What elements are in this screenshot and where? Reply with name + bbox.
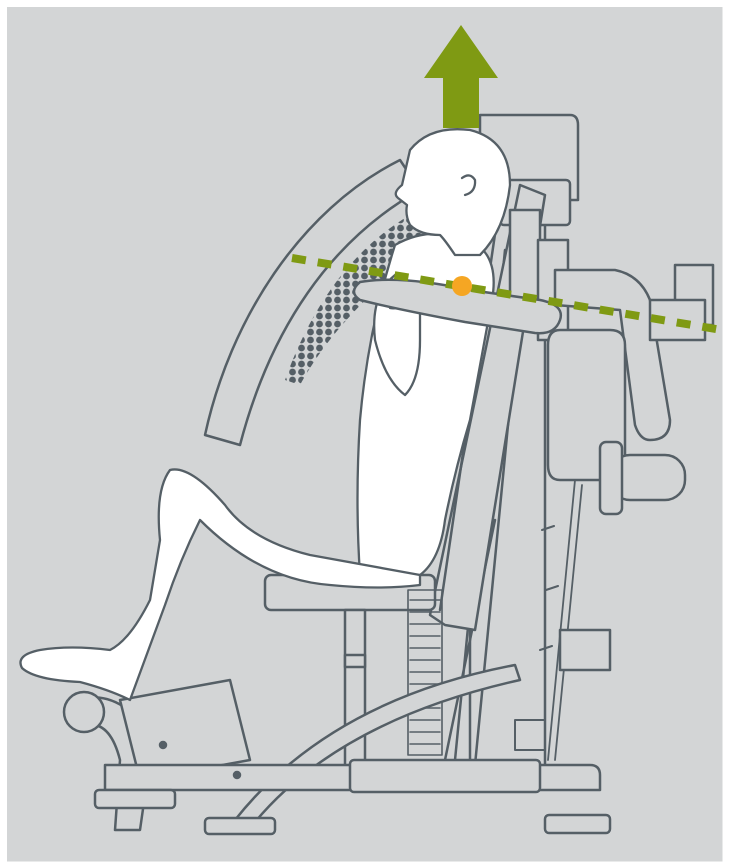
rear-base [350, 760, 540, 792]
base-foot-right [545, 815, 610, 833]
seat-post [345, 610, 365, 780]
bolt [160, 742, 166, 748]
seat-post-lock [345, 655, 365, 667]
pivot-marker [452, 276, 472, 296]
base-foot-mid [205, 818, 275, 834]
bolt [234, 772, 240, 778]
storage-box [560, 630, 610, 670]
base-foot-left [95, 790, 175, 808]
weight-horn-collar [600, 442, 622, 514]
foot-roller [64, 692, 104, 732]
